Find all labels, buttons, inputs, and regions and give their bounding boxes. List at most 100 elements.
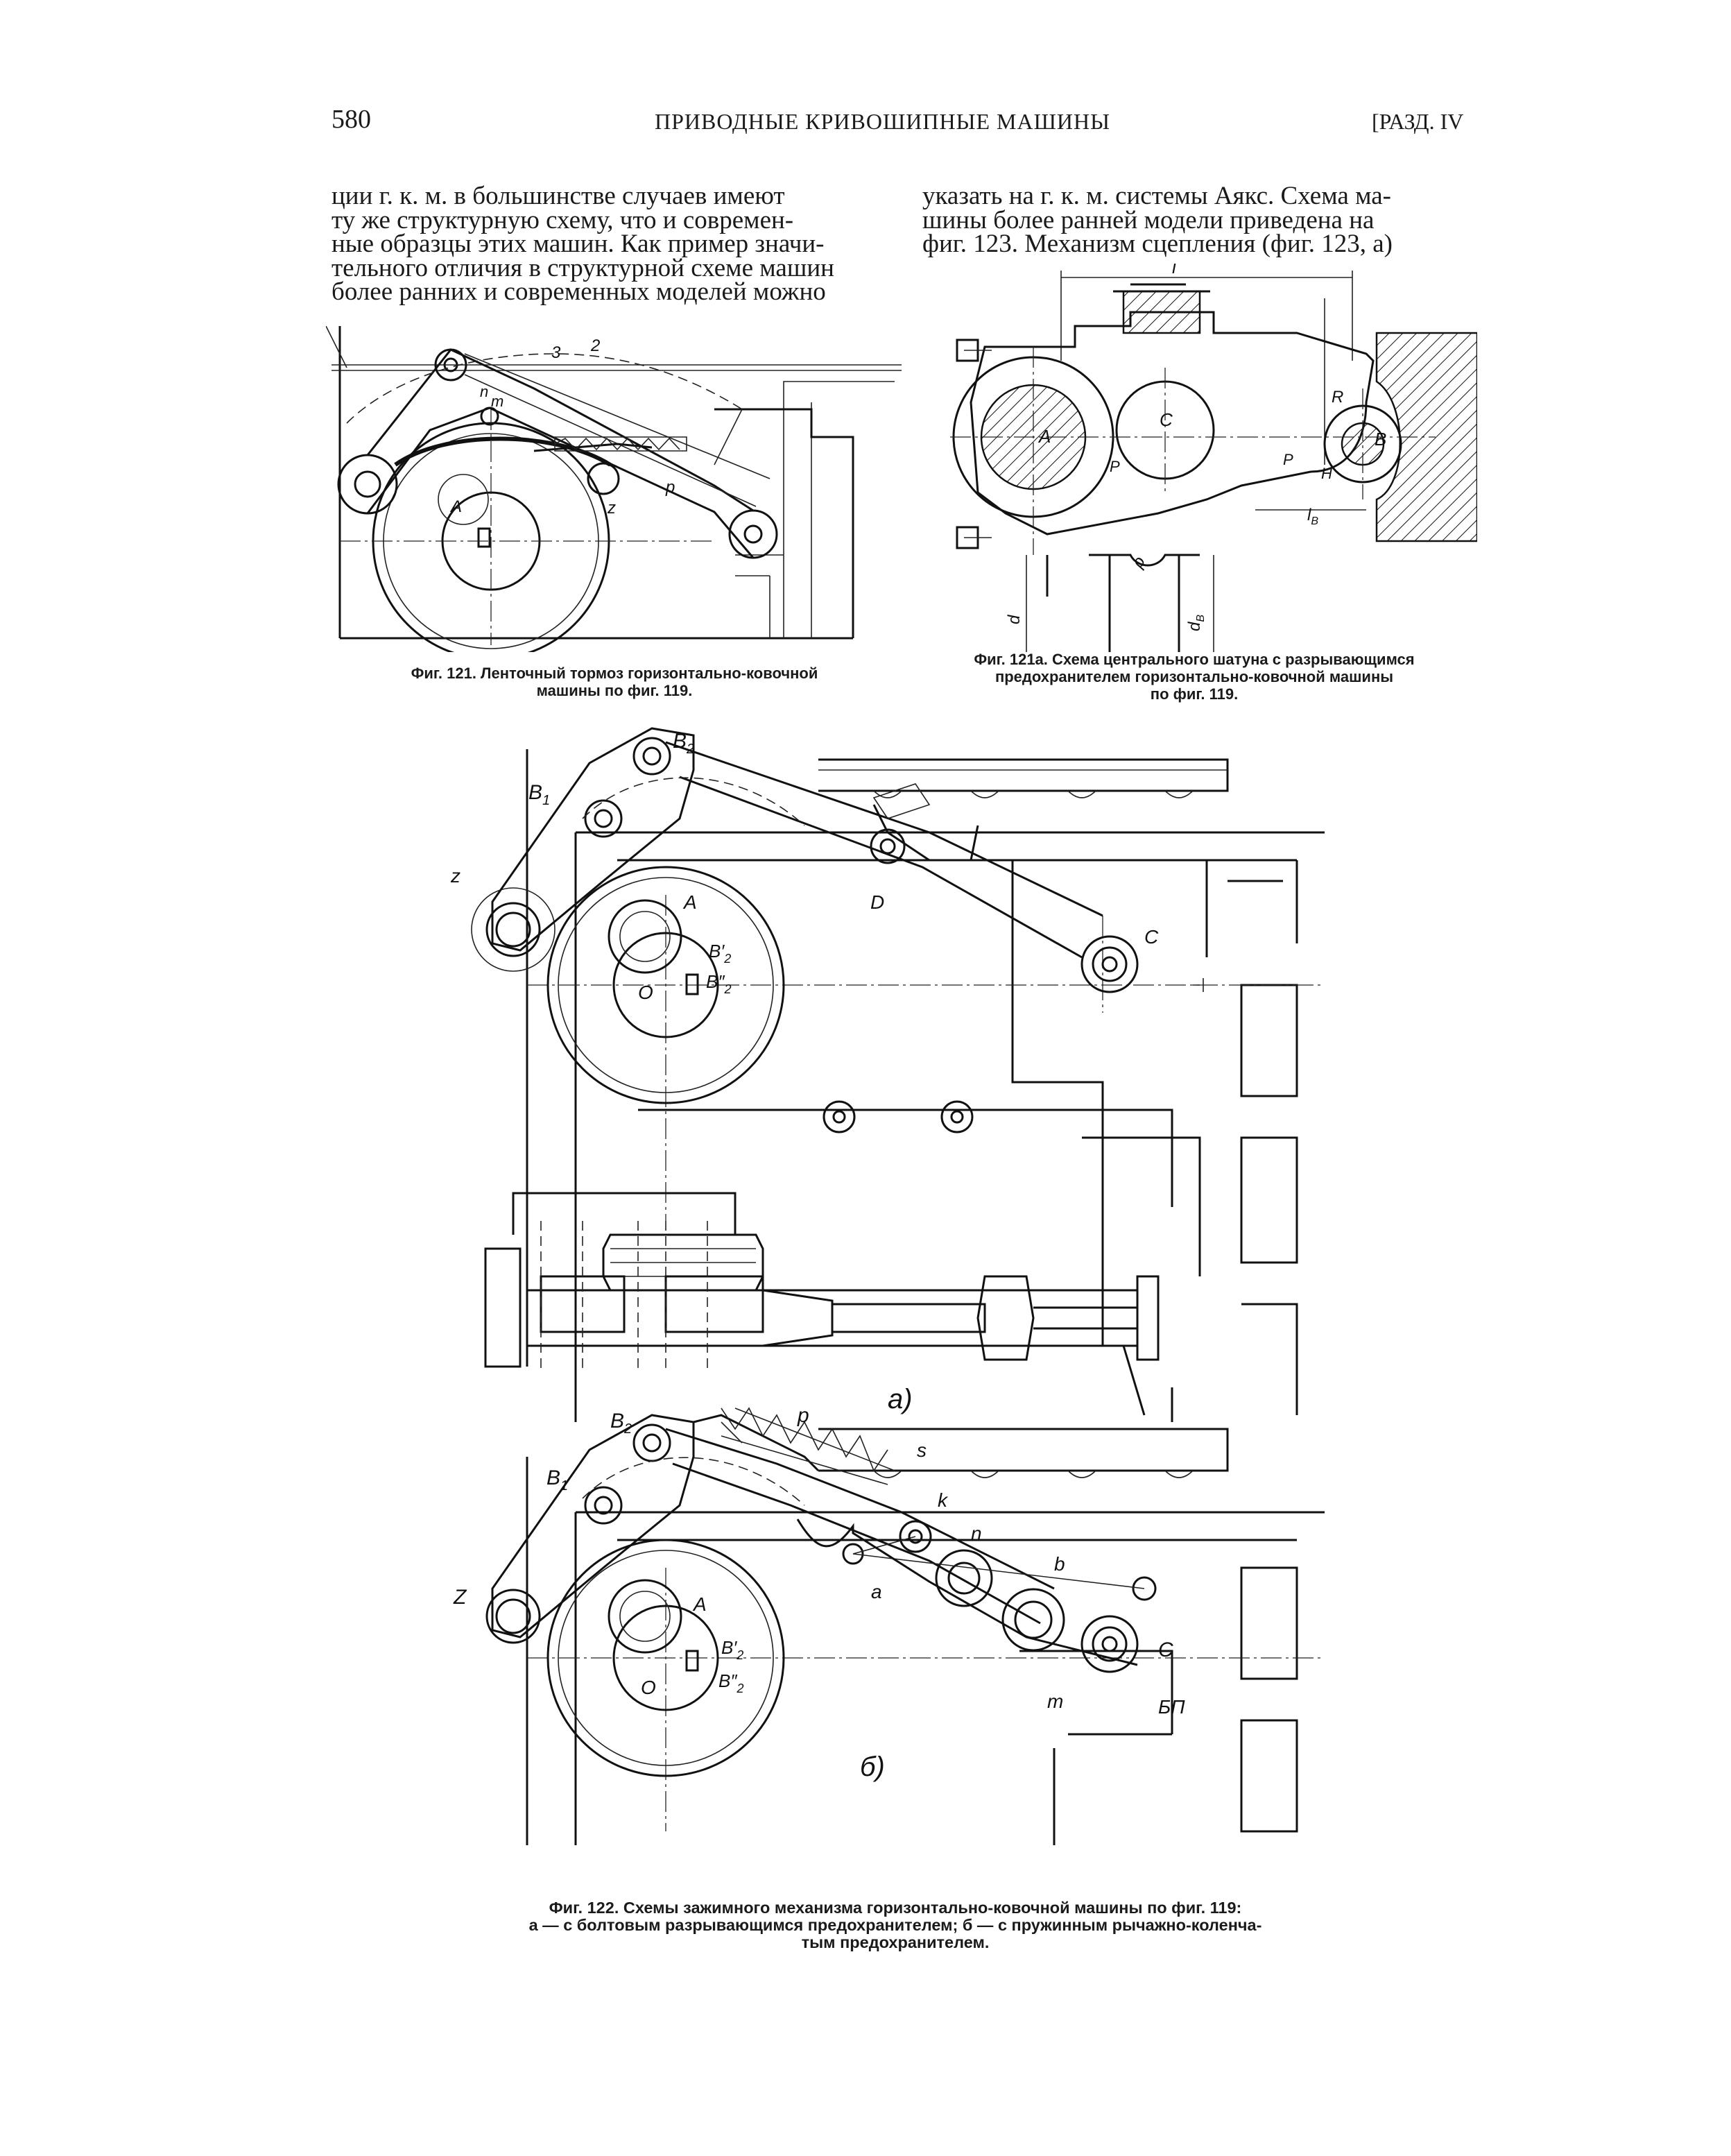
fig122a-linkage	[491, 727, 1139, 993]
fig122b-label-O: O	[641, 1677, 656, 1698]
figure-121a-drawing: l R H lB d dB ρ A C B P P	[950, 264, 1477, 652]
fig121a-label-lB: lB	[1307, 506, 1318, 527]
fig122b-label-B1-sub: 1	[560, 1478, 568, 1494]
fig121a-labels: A C B P P	[1037, 409, 1386, 475]
fig122a-label-B1-main: B	[528, 781, 542, 804]
fig122b-flywheel	[485, 1539, 785, 1777]
fig121a-label-A: A	[1037, 426, 1051, 447]
fig121a-label-lB-sub: B	[1311, 515, 1318, 527]
figure-122-drawing: B2 B1 z A D C O B′2 B″2 a)	[450, 727, 1325, 1845]
fig121a-label-lB-main: l	[1307, 506, 1311, 524]
fig122a-flywheel	[471, 866, 785, 1104]
fig122b-label-B2p-sub: 2	[736, 1648, 743, 1662]
fig122b-label-B1: B1	[546, 1466, 568, 1494]
fig122b-label-k: k	[938, 1489, 949, 1511]
fig122a-labels: B2 B1 z A D C O B′2 B″2 a)	[450, 730, 1159, 1414]
text-line: более ранних и современных моделей можно	[331, 277, 826, 306]
fig122a-label-C: C	[1144, 926, 1159, 948]
text-line: ции г. к. м. в большинстве случаев имеют	[331, 182, 785, 210]
fig121a-label-P2: P	[1283, 451, 1293, 468]
section-label: [РАЗД. IV	[1372, 109, 1464, 134]
fig121a-rod-body	[950, 283, 1477, 555]
caption-line: машины по фиг. 119.	[536, 682, 693, 699]
fig121a-label-l: l	[1172, 264, 1177, 277]
fig121-label-m: m	[491, 393, 503, 410]
figure-121-drawing: n m 3 2 A z p	[326, 326, 902, 652]
fig122b-label-A: A	[692, 1593, 707, 1615]
fig122b-label-Z: Z	[453, 1586, 467, 1609]
fig122a-tag: a)	[888, 1384, 913, 1414]
text-line: фиг. 123. Механизм сцепления (фиг. 123, …	[922, 230, 1393, 258]
fig121-label-z: z	[607, 499, 616, 517]
fig122b-label-B2p-main: B′	[721, 1637, 737, 1658]
figure-121a-caption: Фиг. 121а. Схема центрального шатуна с р…	[917, 651, 1472, 703]
fig121-label-3: 3	[551, 343, 561, 362]
fig122b-labels: B2 B1 Z A p s k n a b m C БП O B′2 B″2 б…	[453, 1404, 1185, 1782]
fig122b-label-B1-main: B	[546, 1466, 560, 1489]
fig122b-frame	[526, 1428, 1325, 1845]
fig121-label-A: A	[449, 497, 462, 516]
fig122a-label-B2pp: B″2	[706, 971, 732, 996]
fig122a-label-A: A	[682, 891, 697, 913]
fig122a-label-B2-main: B	[673, 730, 687, 753]
text-line: тельного отличия в структурной схеме маш…	[331, 253, 834, 282]
fig121a-label-P1: P	[1110, 458, 1120, 475]
fig122b-linkage	[491, 1407, 1157, 1673]
fig121-labels: n m 3 2 A z p	[449, 336, 675, 517]
fig122b-label-B2-sub: 2	[623, 1421, 632, 1437]
fig121a-label-R: R	[1332, 388, 1343, 407]
fig121-band-and-levers	[326, 326, 778, 559]
fig121-label-2: 2	[590, 336, 600, 355]
text-line: указать на г. к. м. системы Аякс. Схема …	[922, 182, 1391, 210]
fig121a-dimensions: l R H lB	[1060, 264, 1366, 527]
fig122a-label-B2pp-main: B″	[706, 971, 725, 992]
fig122a-label-B2p-sub: 2	[723, 952, 731, 966]
text-line: шины более ранней модели приведена на	[922, 205, 1375, 234]
fig121a-label-B: B	[1375, 429, 1386, 450]
caption-line: Фиг. 121а. Схема центрального шатуна с р…	[974, 651, 1415, 668]
fig122b-label-C: C	[1158, 1639, 1173, 1661]
fig121a-label-dB-main: d	[1185, 622, 1204, 631]
right-column-text: указать на г. к. м. системы Аякс. Схема …	[922, 182, 1476, 258]
fig121-flywheel	[340, 409, 714, 652]
text-line: ные образцы этих машин. Как пример значи…	[331, 230, 825, 258]
fig122b-label-B2p: B′2	[721, 1637, 743, 1662]
caption-line: предохранителем горизонтально-ковочной м…	[994, 668, 1394, 685]
figure-122-caption: Фиг. 122. Схемы зажимного механизма гори…	[434, 1899, 1357, 1951]
fig121a-label-rho: ρ	[1128, 553, 1149, 571]
fig122a-label-B2-sub: 2	[686, 742, 694, 757]
fig122b-label-BP: БП	[1158, 1696, 1185, 1718]
text-line: ту же структурную схему, что и современ-	[331, 205, 794, 234]
fig121a-label-dB-sub: B	[1195, 615, 1207, 622]
page-number: 580	[331, 105, 371, 134]
fig122a-label-B1-sub: 1	[542, 793, 550, 808]
fig122a-label-B2: B2	[673, 730, 694, 757]
fig121a-label-d: d	[1005, 615, 1024, 624]
fig122a-label-D: D	[870, 891, 884, 913]
fig122b-label-n: n	[971, 1523, 982, 1544]
fig122b-label-B2pp-main: B″	[718, 1670, 737, 1691]
caption-line: Фиг. 122. Схемы зажимного механизма гори…	[549, 1899, 1242, 1917]
fig122b-label-B2-main: B	[610, 1410, 624, 1432]
fig122a-label-B2p-main: B′	[709, 941, 725, 961]
fig121-label-p: p	[665, 478, 675, 497]
fig122b-label-s: s	[917, 1439, 927, 1461]
fig122a-label-B2pp-sub: 2	[724, 982, 732, 996]
fig122b-label-B2: B2	[610, 1410, 632, 1437]
fig121-frame-lines	[331, 326, 902, 640]
fig122a-frame	[526, 749, 1325, 1422]
caption-line: а — с болтовым разрывающимся предохранит…	[528, 1916, 1262, 1934]
caption-line: Фиг. 121. Ленточный тормоз горизонтально…	[411, 665, 818, 682]
fig122b-label-a: a	[871, 1581, 882, 1602]
fig122a-label-B2p: B′2	[709, 941, 731, 966]
fig122b-label-m: m	[1047, 1691, 1063, 1712]
fig121-label-n: n	[480, 383, 488, 400]
fig122b-label-B2pp: B″2	[718, 1670, 744, 1695]
caption-line: по фиг. 119.	[1150, 685, 1239, 703]
fig122b-label-B2pp-sub: 2	[737, 1682, 744, 1695]
fig121a-label-C: C	[1160, 409, 1173, 430]
fig122b-tag: б)	[860, 1752, 885, 1782]
fig122b-label-p: p	[797, 1404, 809, 1427]
caption-line: тым предохранителем.	[801, 1933, 990, 1951]
fig122a-label-O: O	[638, 982, 653, 1003]
